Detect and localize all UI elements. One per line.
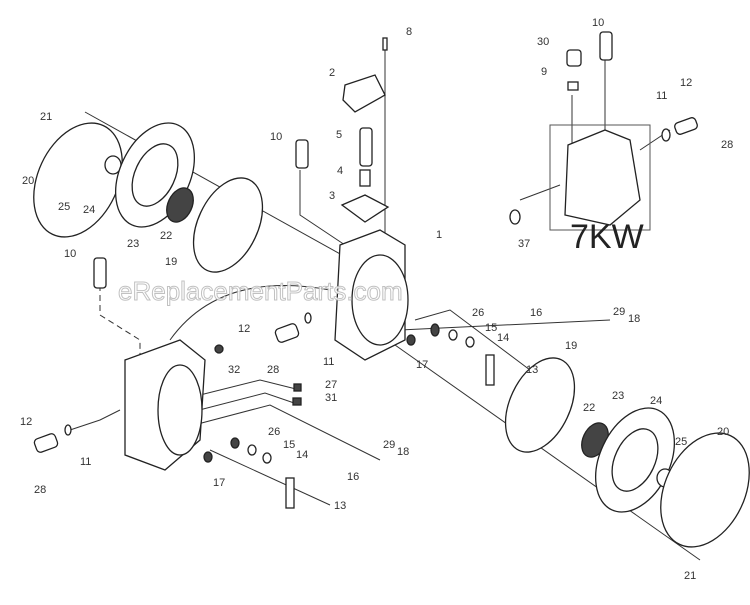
callout: 3 (329, 190, 335, 202)
callout: 11 (656, 90, 667, 102)
callout: 22 (583, 402, 595, 414)
center-parts (124, 312, 495, 471)
callout: 17 (416, 359, 428, 371)
callout: 26 (472, 307, 484, 319)
callout: 29 (613, 306, 625, 318)
callout: 16 (530, 307, 542, 319)
callout: 23 (127, 238, 139, 250)
assembly-lines (69, 40, 701, 561)
callout: 13 (526, 364, 538, 376)
fitting-10-top (295, 139, 309, 169)
callout: 19 (565, 340, 577, 352)
callout: 15 (283, 439, 295, 451)
callout: 4 (337, 165, 343, 177)
callout: 11 (80, 456, 91, 468)
watermark: eReplacementParts.com (118, 276, 403, 306)
callout: 17 (213, 477, 225, 489)
callout: 37 (518, 238, 530, 250)
callout: 16 (347, 471, 359, 483)
top-parts (295, 37, 409, 361)
callout: 15 (485, 322, 497, 334)
callout: 29 (383, 439, 395, 451)
7kw-inset (509, 31, 698, 231)
callout: 12 (680, 77, 692, 89)
callout: 26 (268, 426, 280, 438)
callout: 25 (58, 201, 70, 213)
callout: 9 (541, 66, 547, 78)
callout: 31 (325, 392, 337, 404)
callout: 10 (270, 131, 282, 143)
callout: 11 (323, 356, 334, 368)
fitting-10-left (93, 257, 107, 289)
variant-label: 7KW (570, 218, 644, 256)
callout: 13 (334, 500, 346, 512)
callout: 18 (628, 313, 640, 325)
callout: 8 (406, 26, 412, 38)
callout: 27 (325, 379, 337, 391)
callout: 32 (228, 364, 240, 376)
callout: 28 (721, 139, 733, 151)
callout: 1 (436, 229, 442, 241)
callout: 20 (22, 175, 34, 187)
callout: 10 (592, 17, 604, 29)
callout: 23 (612, 390, 624, 402)
valve-4 (359, 169, 371, 187)
callout: 12 (238, 323, 250, 335)
callout: 2 (329, 67, 335, 79)
lower-left-parts (33, 424, 295, 509)
callout: 18 (397, 446, 409, 458)
spring-5 (359, 127, 373, 167)
right-diaphragm-parts (504, 357, 750, 548)
callout-labels: 8 2 5 4 3 1 10 21 20 25 24 23 22 19 10 3… (20, 17, 733, 582)
callout: 19 (165, 256, 177, 268)
callout: 5 (336, 129, 342, 141)
cover-2 (342, 74, 386, 113)
callout: 21 (684, 570, 696, 582)
gasket-3 (340, 194, 390, 223)
callout: 10 (64, 248, 76, 260)
callout: 28 (267, 364, 279, 376)
callout: 25 (675, 436, 687, 448)
callout: 12 (20, 416, 32, 428)
callout: 22 (160, 230, 172, 242)
callout: 14 (497, 332, 509, 344)
left-diaphragm-parts (33, 122, 264, 289)
callout: 20 (717, 426, 729, 438)
callout: 14 (296, 449, 308, 461)
callout: 24 (83, 204, 95, 216)
callout: 24 (650, 395, 662, 407)
callout: 21 (40, 111, 52, 123)
screw-8 (382, 37, 388, 51)
callout: 28 (34, 484, 46, 496)
callout: 30 (537, 36, 549, 48)
